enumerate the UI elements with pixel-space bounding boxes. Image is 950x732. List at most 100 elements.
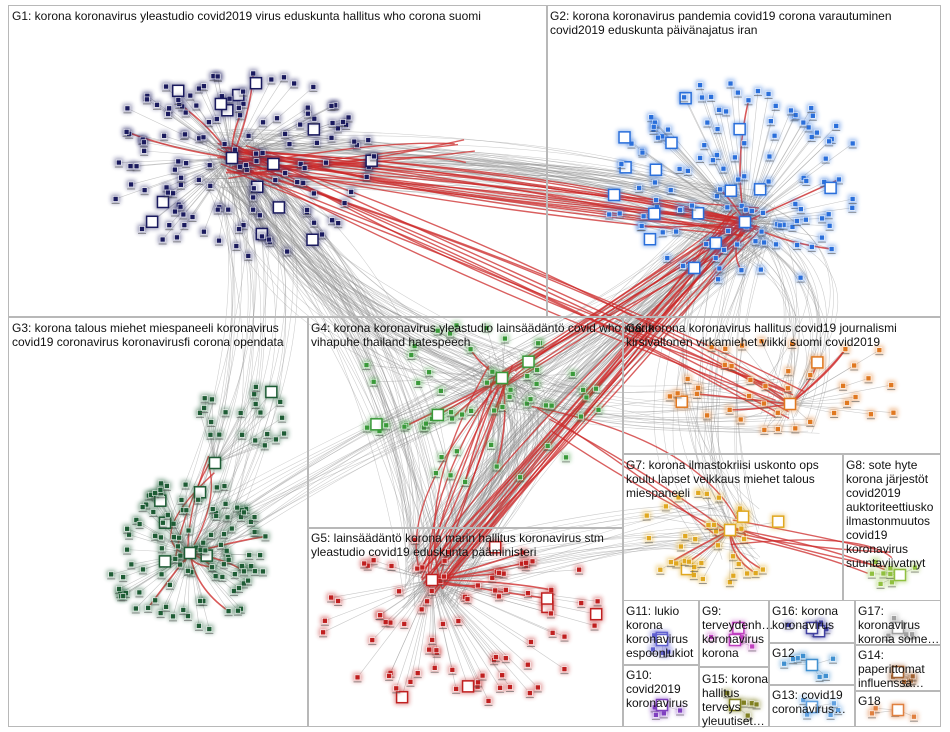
group-label-g8: G8: sote hyte korona järjestöt covid2019… xyxy=(846,458,934,570)
network-edge xyxy=(476,195,723,371)
network-edge xyxy=(220,155,735,222)
network-edge xyxy=(219,152,512,380)
network-edge xyxy=(223,134,741,252)
network-edge xyxy=(225,144,405,600)
network-edge xyxy=(218,157,233,241)
network-edge xyxy=(126,131,233,159)
network-edge xyxy=(323,579,433,633)
network-node xyxy=(260,119,266,126)
network-edge xyxy=(413,537,737,584)
network-edge xyxy=(236,160,759,225)
network-edge xyxy=(250,147,420,582)
group-label-g1: G1: korona koronavirus yleastudio covid2… xyxy=(12,9,481,23)
network-edge xyxy=(233,183,447,586)
network-edge xyxy=(257,145,482,407)
network-node xyxy=(311,219,317,226)
network-node xyxy=(307,123,321,136)
network-edge xyxy=(220,176,507,385)
network-edge xyxy=(160,145,243,558)
network-edge xyxy=(714,242,799,384)
group-label-g16: G16: korona koronavirus xyxy=(772,604,839,632)
network-edge xyxy=(411,507,724,560)
network-edge xyxy=(220,146,460,581)
network-edge xyxy=(234,150,716,196)
network-edge xyxy=(144,157,233,191)
network-node xyxy=(139,226,145,232)
network-node xyxy=(145,215,159,229)
network-edge xyxy=(440,502,730,586)
node-label-mark xyxy=(162,90,171,92)
network-edge xyxy=(165,179,250,531)
network-edge xyxy=(261,168,743,197)
group-box-g3 xyxy=(8,317,309,727)
node-label-mark xyxy=(194,92,203,94)
network-edge xyxy=(529,370,812,407)
node-label-mark xyxy=(327,141,336,143)
network-edge xyxy=(241,160,789,413)
network-edge xyxy=(789,403,894,414)
network-edge xyxy=(441,230,760,590)
network-edge xyxy=(221,176,440,554)
network-edge xyxy=(202,164,262,562)
network-edge xyxy=(231,183,473,393)
group-box-g1 xyxy=(8,5,548,317)
node-label-mark xyxy=(302,216,311,218)
network-edge xyxy=(444,514,734,565)
network-edge xyxy=(744,207,853,223)
node-label-mark xyxy=(170,215,179,217)
network-edge xyxy=(338,579,433,602)
network-edge xyxy=(235,159,524,393)
network-edge xyxy=(443,219,772,583)
network-edge xyxy=(255,185,476,391)
network-edge xyxy=(231,152,769,224)
network-edge xyxy=(509,378,809,427)
network-edge xyxy=(207,184,287,561)
group-label-g17: G17: koronavirus korona some… xyxy=(858,604,940,646)
network-edge xyxy=(436,390,496,590)
group-box-g2 xyxy=(546,5,941,317)
network-edge xyxy=(207,159,519,356)
node-label-mark xyxy=(205,169,214,171)
network-edge xyxy=(131,157,233,185)
node-label-mark xyxy=(220,148,229,150)
node-label-mark xyxy=(347,195,356,197)
network-edge xyxy=(249,157,518,392)
node-label-mark xyxy=(344,121,353,123)
group-label-g11: G11: lukio korona koronavirus espoonluki… xyxy=(626,604,694,660)
network-edge xyxy=(736,204,775,536)
network-edge xyxy=(230,150,775,226)
group-label-g2: G2: korona koronavirus pandemia covid19 … xyxy=(550,9,892,37)
network-edge xyxy=(744,234,830,433)
node-label-mark xyxy=(160,139,169,141)
network-edge xyxy=(201,154,286,535)
network-edge xyxy=(646,515,731,531)
network-edge xyxy=(224,142,752,198)
network-edge xyxy=(431,579,539,688)
group-label-g4: G4: korona koronavirus yleastudio lainsä… xyxy=(311,321,655,349)
group-label-g14: G14: paperittomat influenssa… xyxy=(858,648,925,690)
node-label-mark xyxy=(283,255,292,257)
node-label-mark xyxy=(236,119,245,121)
group-label-g13: G13: covid19 coronavirus… xyxy=(772,688,847,716)
node-label-mark xyxy=(300,172,309,174)
network-edge xyxy=(789,349,880,405)
network-edge xyxy=(415,382,500,570)
network-node xyxy=(165,111,171,117)
node-label-mark xyxy=(127,188,136,190)
network-edge xyxy=(324,579,433,622)
network-edge xyxy=(171,156,257,527)
network-edge xyxy=(507,202,719,395)
network-edge xyxy=(214,171,254,539)
network-edge xyxy=(204,161,511,392)
network-edge xyxy=(232,157,498,352)
network-node xyxy=(221,141,228,147)
network-edge xyxy=(245,178,752,252)
network-edge xyxy=(204,142,758,218)
network-node xyxy=(348,189,355,195)
network-edge xyxy=(444,234,735,565)
network-edge xyxy=(238,135,478,387)
network-edge xyxy=(742,243,795,377)
network-edge xyxy=(431,209,752,574)
node-label-mark xyxy=(333,132,342,134)
network-edge xyxy=(764,226,820,430)
